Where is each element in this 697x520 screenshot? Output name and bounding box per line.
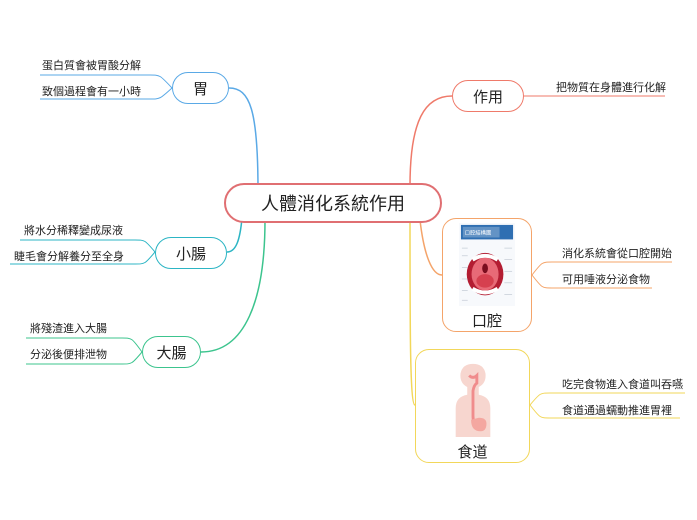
- mouth-illustration-icon: 口腔結構圖: [459, 223, 515, 306]
- leaf-esophagus-2[interactable]: 食道通過蠕動推進胃裡: [562, 404, 672, 417]
- topic-stomach[interactable]: 胃: [172, 72, 229, 104]
- leaf-stomach-2[interactable]: 致個過程會有一小時: [42, 85, 141, 98]
- topic-function-label: 作用: [472, 87, 503, 106]
- topic-large-intestine-label: 大腸: [156, 343, 187, 362]
- root-topic-label: 人體消化系統作用: [261, 194, 405, 215]
- leaf-function-1[interactable]: 把物質在身體進行化解: [556, 81, 666, 94]
- topic-small-intestine-label: 小腸: [175, 244, 206, 263]
- leaf-large-intestine-1[interactable]: 將殘渣進入大腸: [30, 322, 107, 335]
- topic-small-intestine[interactable]: 小腸: [155, 237, 227, 269]
- topic-esophagus-label: 食道: [457, 443, 488, 461]
- topic-stomach-label: 胃: [192, 79, 208, 98]
- topic-mouth[interactable]: 口腔結構圖 口腔: [442, 218, 532, 332]
- root-topic[interactable]: 人體消化系統作用: [224, 183, 442, 223]
- leaf-small-intestine-1[interactable]: 將水分稀釋變成尿液: [24, 224, 123, 237]
- leaf-esophagus-1[interactable]: 吃完食物進入食道叫吞嚥: [562, 378, 683, 391]
- leaf-small-intestine-2[interactable]: 睫毛會分解養分至全身: [14, 250, 124, 263]
- topic-large-intestine[interactable]: 大腸: [142, 336, 201, 368]
- leaf-mouth-2[interactable]: 可用唾液分泌食物: [562, 273, 650, 286]
- topic-esophagus[interactable]: 食道: [415, 349, 530, 463]
- esophagus-illustration-icon: [455, 363, 490, 437]
- leaf-large-intestine-2[interactable]: 分泌後便排泄物: [30, 348, 107, 361]
- topic-mouth-label: 口腔: [471, 312, 502, 330]
- topic-function[interactable]: 作用: [452, 80, 524, 112]
- mouth-image-caption: 口腔結構圖: [465, 229, 492, 237]
- leaf-stomach-1[interactable]: 蛋白質會被胃酸分解: [42, 59, 141, 72]
- leaf-mouth-1[interactable]: 消化系統會從口腔開始: [562, 247, 672, 260]
